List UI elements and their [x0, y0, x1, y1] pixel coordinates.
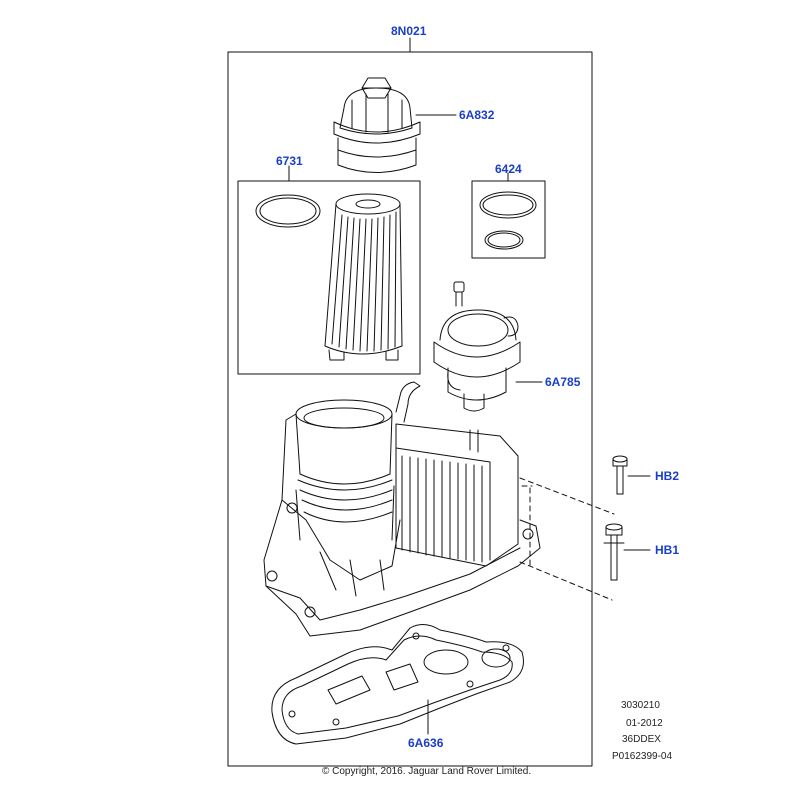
- callout-filter-kit[interactable]: 6731: [276, 154, 303, 168]
- bolt-hb1: [603, 523, 625, 581]
- reference-date: 01-2012: [626, 718, 663, 729]
- valve-housing: [433, 309, 521, 412]
- callout-gasket[interactable]: 6A636: [408, 736, 444, 750]
- copyright-notice: © Copyright, 2016. Jaguar Land Rover Lim…: [322, 766, 532, 777]
- large-seal: [479, 191, 537, 219]
- valve-bolt: [453, 281, 465, 307]
- bolt-guide-lines: [519, 477, 615, 601]
- reference-code: 3030210: [621, 700, 660, 711]
- callout-seal-kit[interactable]: 6424: [495, 162, 522, 176]
- callout-valve[interactable]: 6A785: [545, 375, 581, 389]
- oil-filter-housing: [263, 381, 541, 637]
- callout-cap[interactable]: 6A832: [459, 108, 495, 122]
- small-seal: [484, 230, 524, 250]
- callout-assembly[interactable]: 8N021: [391, 24, 427, 38]
- filter-o-ring: [255, 194, 321, 228]
- gasket: [271, 624, 524, 745]
- callout-bolt-hb2[interactable]: HB2: [655, 469, 680, 483]
- filter-kit-frame: [237, 180, 421, 375]
- callout-bolt-hb1[interactable]: HB1: [655, 543, 680, 557]
- filter-cap: [333, 77, 421, 173]
- bolt-hb2: [612, 455, 628, 495]
- reference-model: 36DDEX: [622, 734, 661, 745]
- reference-part: P0162399-04: [612, 751, 673, 762]
- filter-element: [324, 193, 403, 361]
